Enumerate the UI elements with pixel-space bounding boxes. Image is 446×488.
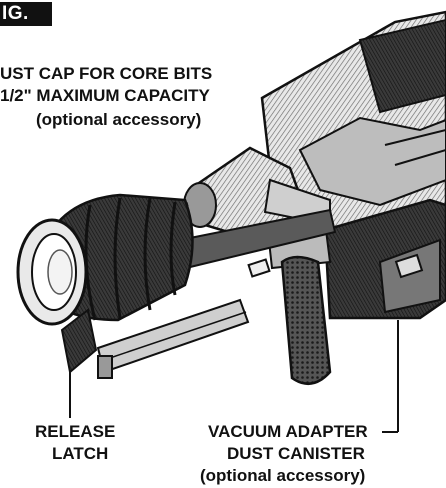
leader-lines — [69, 320, 399, 433]
vacuum-adapter-label-line1: VACUUM ADAPTER — [208, 422, 368, 441]
vacuum-adapter-label-line2: DUST CANISTER — [227, 444, 365, 463]
dust-cap — [16, 193, 194, 326]
dust-cap-label-line1: UST CAP FOR CORE BITS — [0, 64, 213, 83]
vacuum-adapter-label-line3: (optional accessory) — [200, 466, 366, 485]
release-latch — [60, 308, 113, 379]
release-latch-label-line1: RELEASE — [35, 422, 116, 441]
dust-cap-label-line2: 1/2" MAXIMUM CAPACITY — [0, 86, 210, 105]
dust-canister — [323, 198, 446, 320]
figure-number-badge: IG. 12 — [0, 2, 52, 48]
release-latch-label-line2: LATCH — [52, 444, 109, 463]
dust-cap-label-line3: (optional accessory) — [36, 110, 202, 129]
